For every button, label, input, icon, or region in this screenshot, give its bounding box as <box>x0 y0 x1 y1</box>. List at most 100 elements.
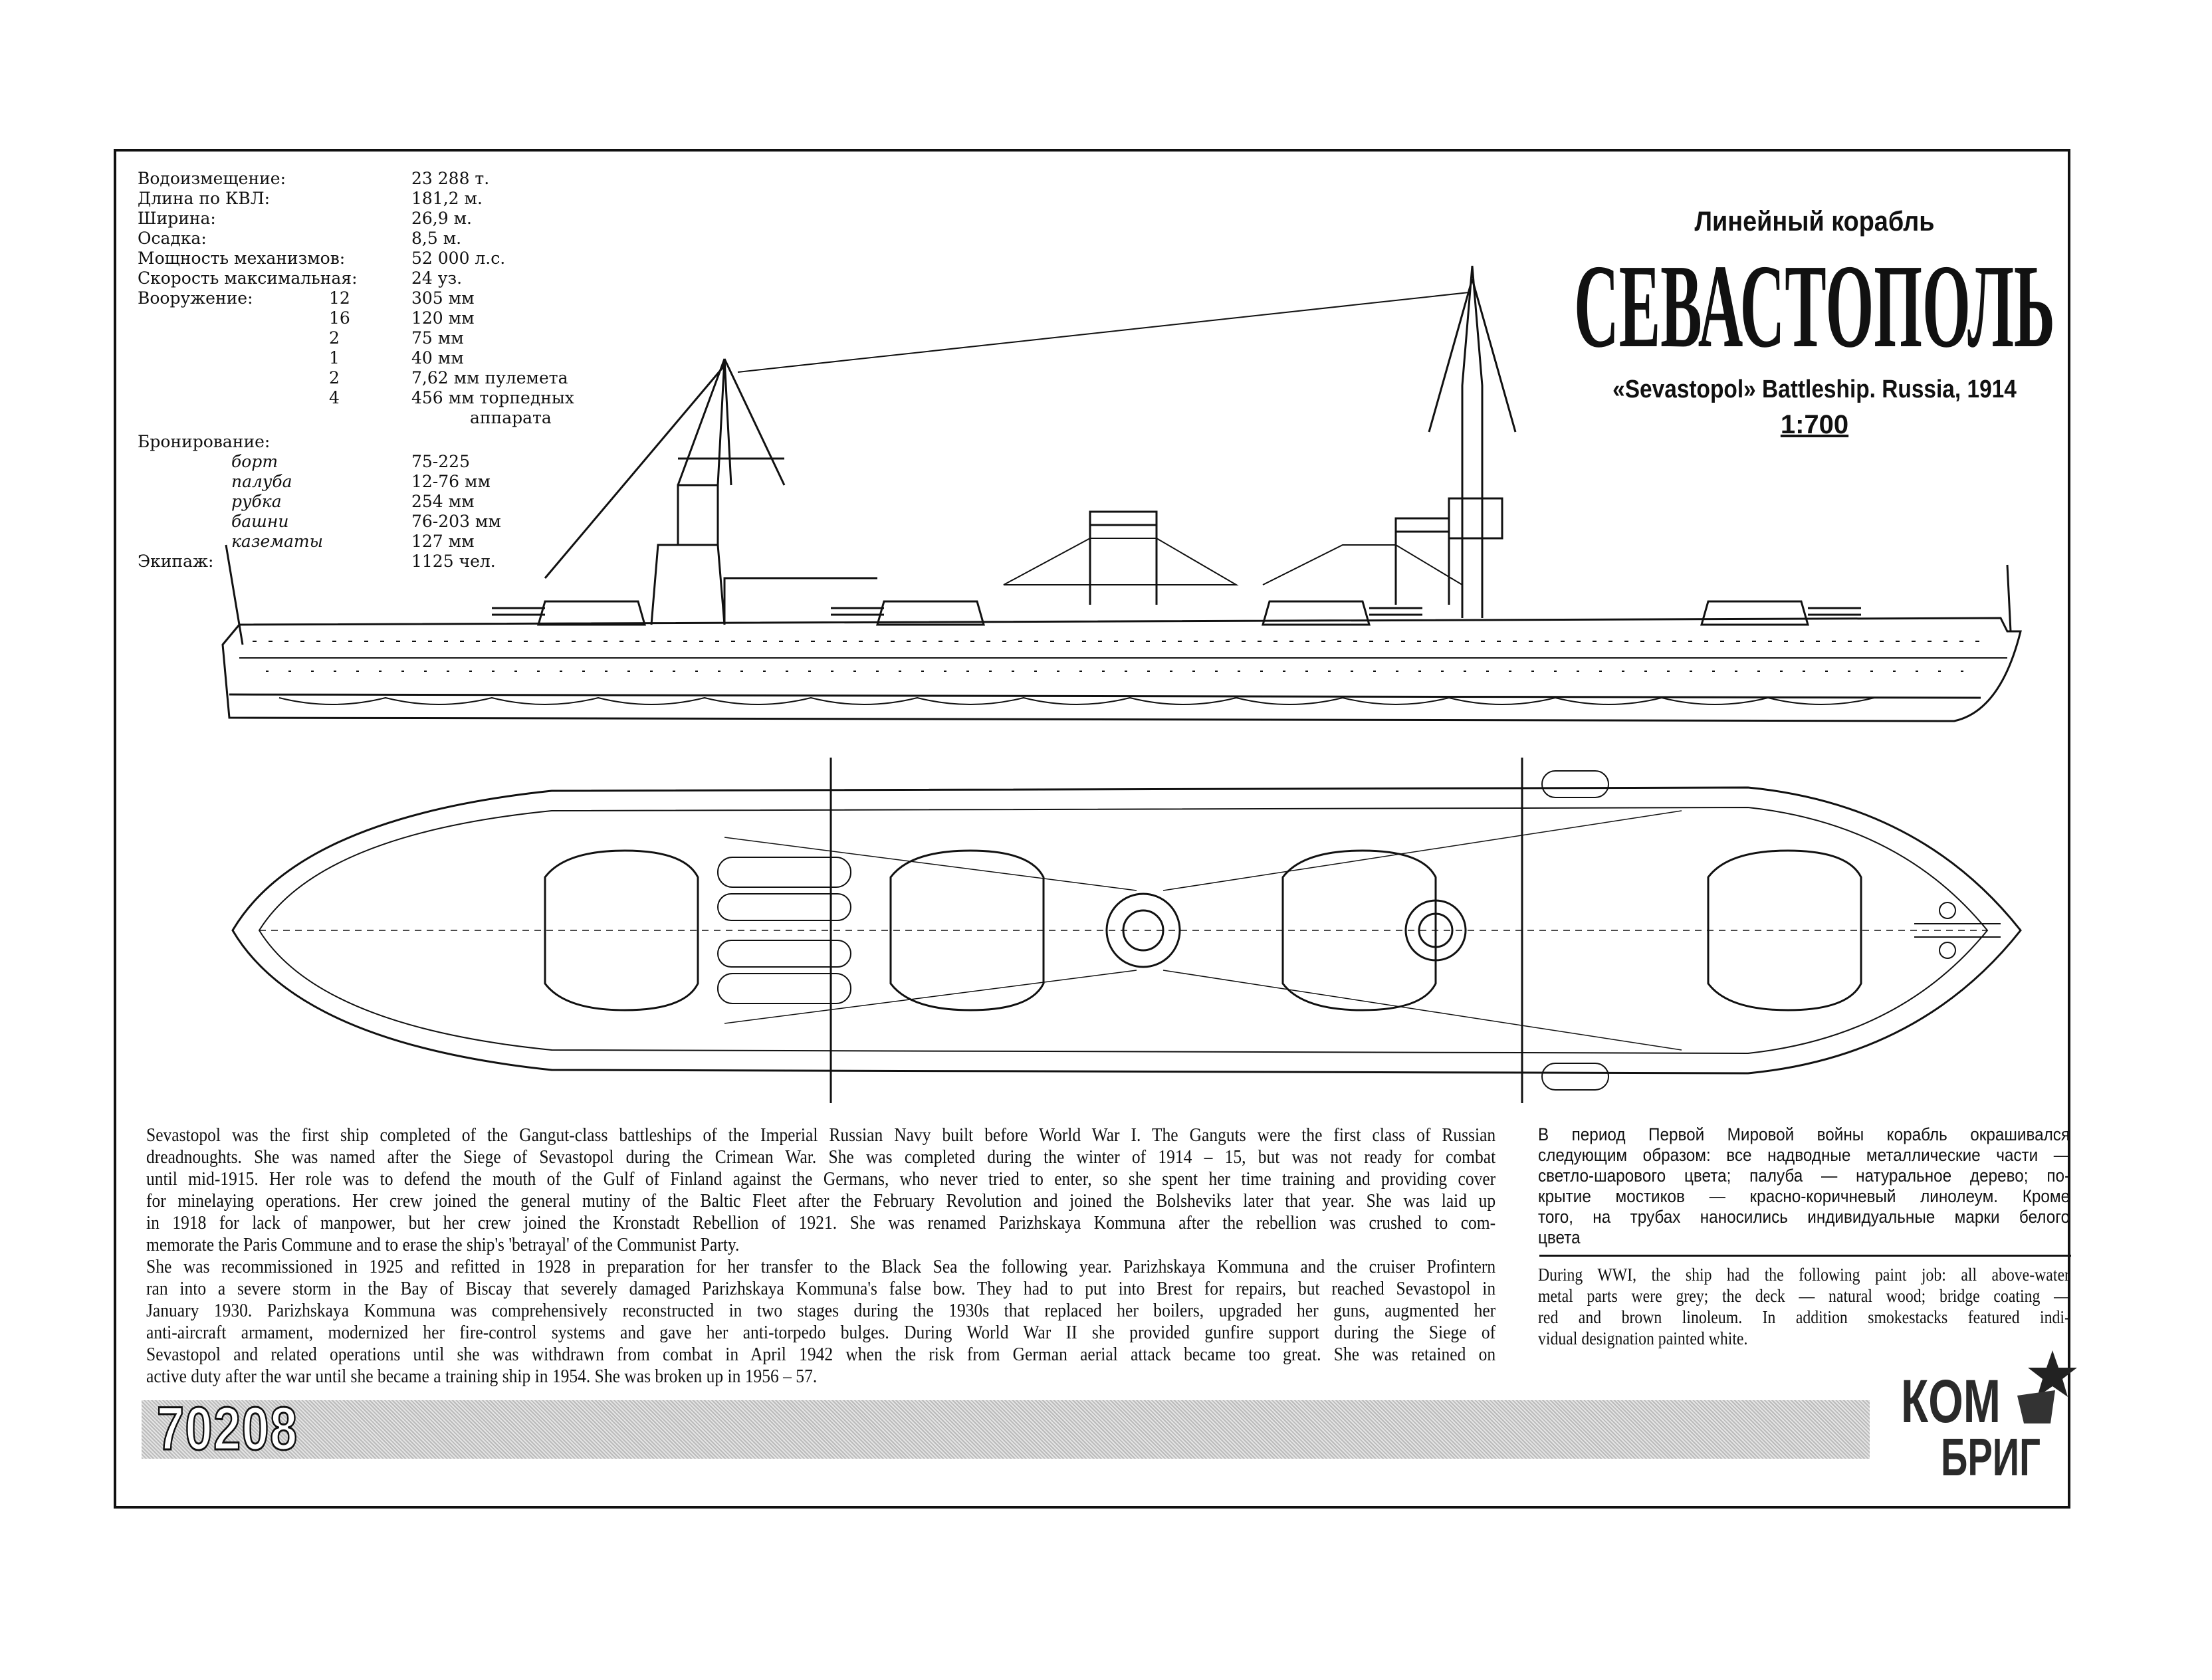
spec-label: Осадка: <box>138 229 207 248</box>
description-line: ran into a severe storm in the Bay of Bi… <box>146 1278 1496 1299</box>
funnel-fore <box>1089 510 1158 605</box>
description-line: anti-aircraft armament, modernized her f… <box>146 1322 1496 1343</box>
armament-count: 2 <box>329 328 340 348</box>
armament-count: 4 <box>329 388 340 407</box>
armor-item-value: 12-76 мм <box>411 472 491 491</box>
ship-type-ru: Линейный корабль <box>1694 205 1935 237</box>
boats-plan <box>717 770 1609 1091</box>
armament-value: 456 мм торпедных <box>411 388 574 407</box>
main-turrets-plan <box>544 849 1862 1011</box>
anchor-chain-bow <box>1914 902 2001 959</box>
turrets <box>492 600 1861 626</box>
ship-subtitle-en: «Sevastopol» Battleship. Russia, 1914 <box>1612 375 2017 403</box>
description-line: memorate the Paris Commune and to erase … <box>146 1234 740 1255</box>
paint-ru-line: крытие мостиков — красно-коричневый лино… <box>1538 1186 2070 1206</box>
armor-label: Бронирование: <box>138 432 271 451</box>
armor-item-value: 75-225 <box>411 452 470 471</box>
stern-staff <box>225 544 2012 645</box>
armament-value: 120 мм <box>411 308 475 328</box>
description-line: for minelaying operations. Her crew join… <box>146 1190 1496 1211</box>
ship-plan-view-drawing <box>231 758 2022 1103</box>
armor-item-value: 76-203 мм <box>411 512 501 531</box>
paint-en-line: metal parts were grey; the deck — natura… <box>1538 1286 2070 1306</box>
star-icon <box>2028 1350 2077 1397</box>
paint-en-line: vidual designation painted white. <box>1538 1328 1748 1348</box>
armor-item-label: казематы <box>231 532 323 551</box>
divider <box>1539 1255 2071 1257</box>
armament-count: 12 <box>329 288 350 308</box>
mainmast <box>1428 265 1517 618</box>
paint-en-line: During WWI, the ship had the following p… <box>1538 1265 2070 1285</box>
description-line: January 1930. Parizhskaya Kommuna was co… <box>146 1300 1496 1321</box>
funnels-plan <box>1105 892 1467 968</box>
paint-scheme-ru: В период Первой Мировой войны корабль ок… <box>1538 1124 2070 1248</box>
boat-derricks <box>1003 538 1463 585</box>
description-line: dreadnoughts. She was named after the Si… <box>146 1146 1496 1168</box>
booms-plan <box>830 758 1523 1103</box>
hull-plan-outline <box>231 786 2022 1075</box>
armament-count: 2 <box>329 368 340 387</box>
portholes <box>253 641 1981 672</box>
armament-value: 7,62 мм пулемета <box>411 368 568 387</box>
spec-value: 8,5 м. <box>411 229 462 248</box>
armament-count: 1 <box>329 348 340 368</box>
description-line: active duty after the war until she beca… <box>146 1366 818 1387</box>
waterline <box>229 693 1981 699</box>
spec-value: 52 000 л.с. <box>411 249 506 268</box>
spec-label: Мощность механизмов: <box>138 249 346 268</box>
scale-label: 1:700 <box>1780 410 1849 439</box>
bulges <box>278 696 1875 705</box>
armament-count: 16 <box>329 308 350 328</box>
armament-value: 40 мм <box>411 348 464 368</box>
armor-item-label: рубка <box>231 492 282 511</box>
armor-item-label: борт <box>231 452 278 471</box>
armor-item-label: башни <box>231 512 289 531</box>
kit-number: 70208 <box>156 1394 298 1464</box>
description-line: She was recommissioned in 1925 and refit… <box>146 1256 1496 1277</box>
deck-fittings <box>724 810 1682 1051</box>
armament-value-continued: аппарата <box>470 408 552 427</box>
armament-value: 75 мм <box>411 328 464 348</box>
armament-value: 305 мм <box>411 288 475 308</box>
armor-item-value: 254 мм <box>411 492 475 511</box>
history-description-en: Sevastopol was the first ship completed … <box>146 1124 1495 1388</box>
spec-label: Скорость максимальная: <box>138 268 358 288</box>
description-line: in 1918 for lack of manpower, but her cr… <box>146 1212 1496 1233</box>
title-block: Линейный корабль СЕВАСТОПОЛЬ «Sevastopol… <box>1549 199 2080 441</box>
halftone-band <box>142 1400 1870 1459</box>
logo-line1: КОМ <box>1901 1368 2001 1435</box>
ship-side-profile-drawing <box>221 265 2022 722</box>
armament-label: Вооружение: <box>138 288 253 308</box>
armor-item-label: палуба <box>231 472 292 491</box>
description-line: until mid-1915. Her role was to defend t… <box>146 1168 1496 1190</box>
paint-ru-line: того, на трубах наносились индивидуальны… <box>1538 1207 2070 1227</box>
spec-value: 24 уз. <box>411 268 463 288</box>
spec-label: Ширина: <box>138 209 216 228</box>
crew-label: Экипаж: <box>138 552 214 571</box>
pennant-icon <box>2017 1390 2055 1423</box>
spec-label: Водоизмещение: <box>138 169 286 188</box>
spec-value: 26,9 м. <box>411 209 473 228</box>
description-line: Sevastopol and related operations until … <box>146 1344 1496 1365</box>
antenna-wire <box>737 292 1470 373</box>
paint-ru-line: В период Первой Мировой войны корабль ок… <box>1538 1124 2070 1144</box>
page-frame <box>114 149 2070 1509</box>
paint-ru-line: светло-шарового цвета; палуба — натураль… <box>1538 1166 2070 1186</box>
spec-value: 23 288 т. <box>411 169 490 188</box>
superstructure-fore <box>650 484 877 625</box>
paint-ru-line: следующим образом: все надводные металли… <box>1538 1145 2070 1165</box>
description-line: Sevastopol was the first ship completed … <box>146 1124 1496 1146</box>
crew-value: 1125 чел. <box>411 552 496 571</box>
logo-line2: БРИГ <box>1941 1427 2041 1482</box>
paint-en-line: red and brown linoleum. In addition smok… <box>1538 1307 2070 1327</box>
spec-value: 181,2 м. <box>411 189 483 208</box>
foremast <box>544 358 786 579</box>
hull-outline <box>221 617 2022 722</box>
paint-ru-line: цвета <box>1538 1227 1581 1247</box>
kombrig-logo: КОМ БРИГ <box>1901 1350 2077 1482</box>
armor-item-value: 127 мм <box>411 532 475 551</box>
paint-scheme-en: During WWI, the ship had the following p… <box>1538 1264 2070 1349</box>
spec-label: Длина по КВЛ: <box>138 189 271 208</box>
funnel-aft <box>1394 517 1450 605</box>
ship-name-ru: СЕВАСТОПОЛЬ <box>1574 240 2055 372</box>
